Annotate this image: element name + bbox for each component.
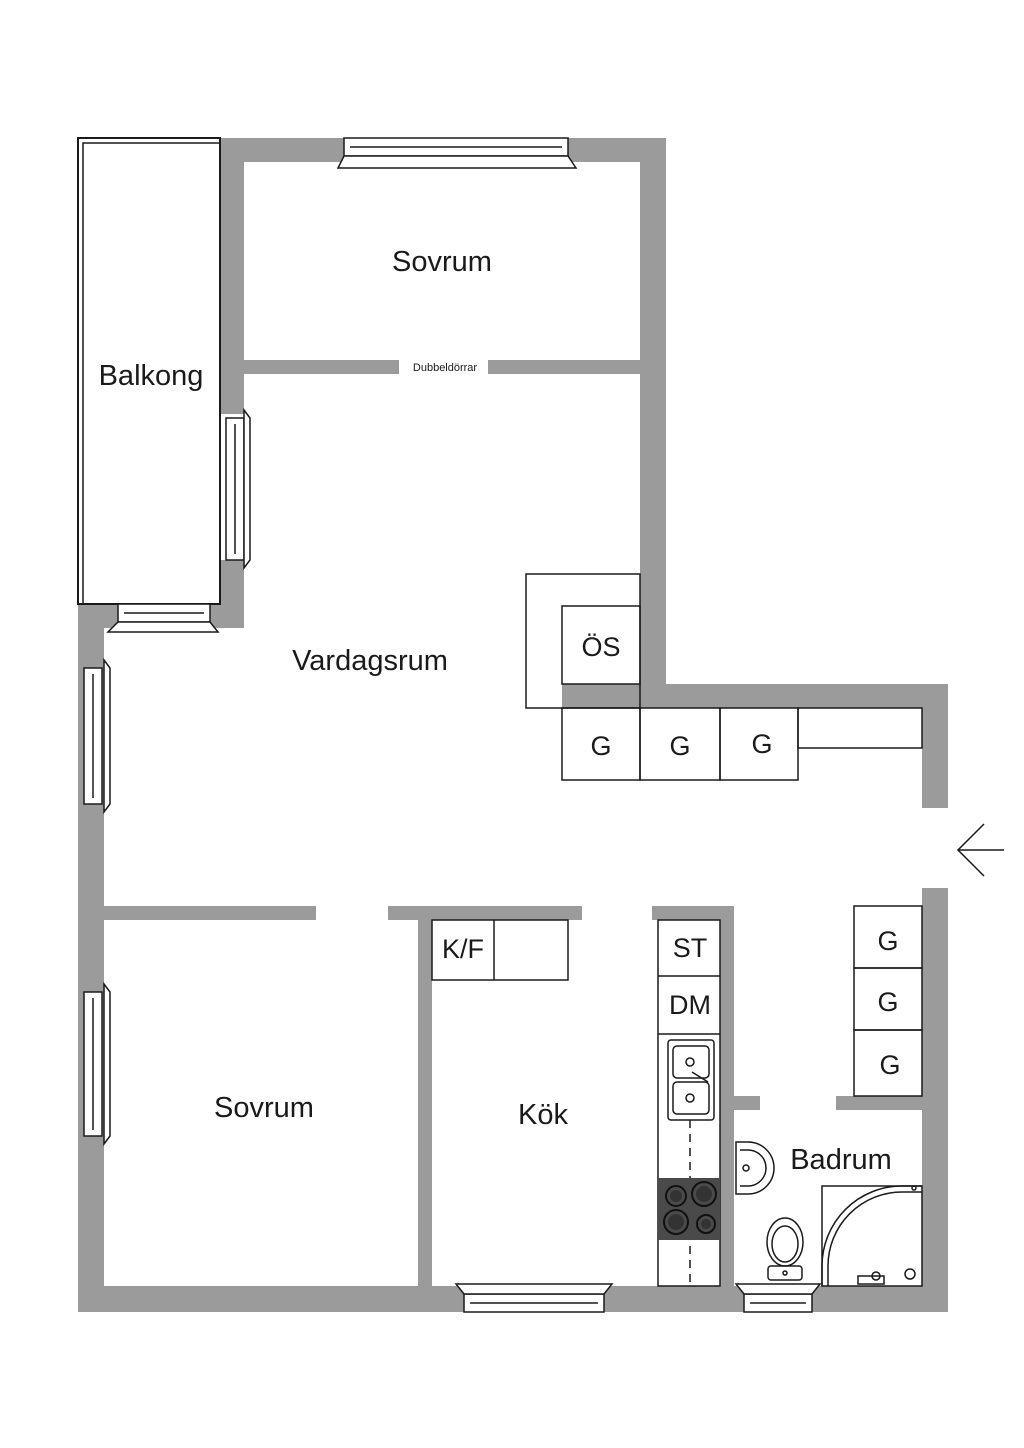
washbasin-icon: [735, 1141, 775, 1195]
window-left-living: [83, 657, 111, 815]
storage: [525, 573, 923, 1097]
window-left-bedroom: [83, 981, 111, 1147]
room-label-badrum: Badrum: [790, 1144, 892, 1176]
double-doors-label: Dubbeldörrar: [413, 362, 478, 374]
label-dm: DM: [669, 990, 711, 1020]
room-label-vardagsrum: Vardagsrum: [292, 645, 448, 677]
room-label-kok: Kök: [518, 1099, 568, 1131]
window-kitchen: [454, 1283, 614, 1313]
label-wardrobe-2: G: [669, 731, 690, 761]
window-balcony-bottom: [106, 603, 220, 633]
walls: [78, 138, 948, 1312]
stove-icon: [658, 1178, 720, 1240]
window-bathroom: [734, 1283, 822, 1313]
label-wardrobe-4: G: [877, 926, 898, 956]
kitchen-fixtures: [431, 919, 721, 1287]
toilet-icon: [766, 1217, 804, 1281]
label-wardrobe-1: G: [590, 731, 611, 761]
arrow-left-icon: [956, 823, 1004, 877]
window-top-bedroom: [336, 137, 578, 169]
label-wardrobe-6: G: [879, 1050, 900, 1080]
corner-shower-icon: [821, 1185, 923, 1287]
bathroom-fixtures: [735, 1141, 923, 1287]
label-st: ST: [673, 933, 708, 963]
room-label-balkong: Balkong: [99, 360, 204, 392]
window-living-balcony: [225, 407, 251, 571]
label-kyl-frys: K/F: [442, 934, 484, 964]
room-label-sovrum-top: Sovrum: [392, 246, 492, 278]
label-wardrobe-3: G: [751, 729, 772, 759]
double-sink-icon: [667, 1039, 715, 1121]
room-label-sovrum-bottom: Sovrum: [214, 1092, 314, 1124]
label-wardrobe-5: G: [877, 987, 898, 1017]
label-os: ÖS: [581, 632, 620, 662]
windows: [83, 137, 822, 1313]
